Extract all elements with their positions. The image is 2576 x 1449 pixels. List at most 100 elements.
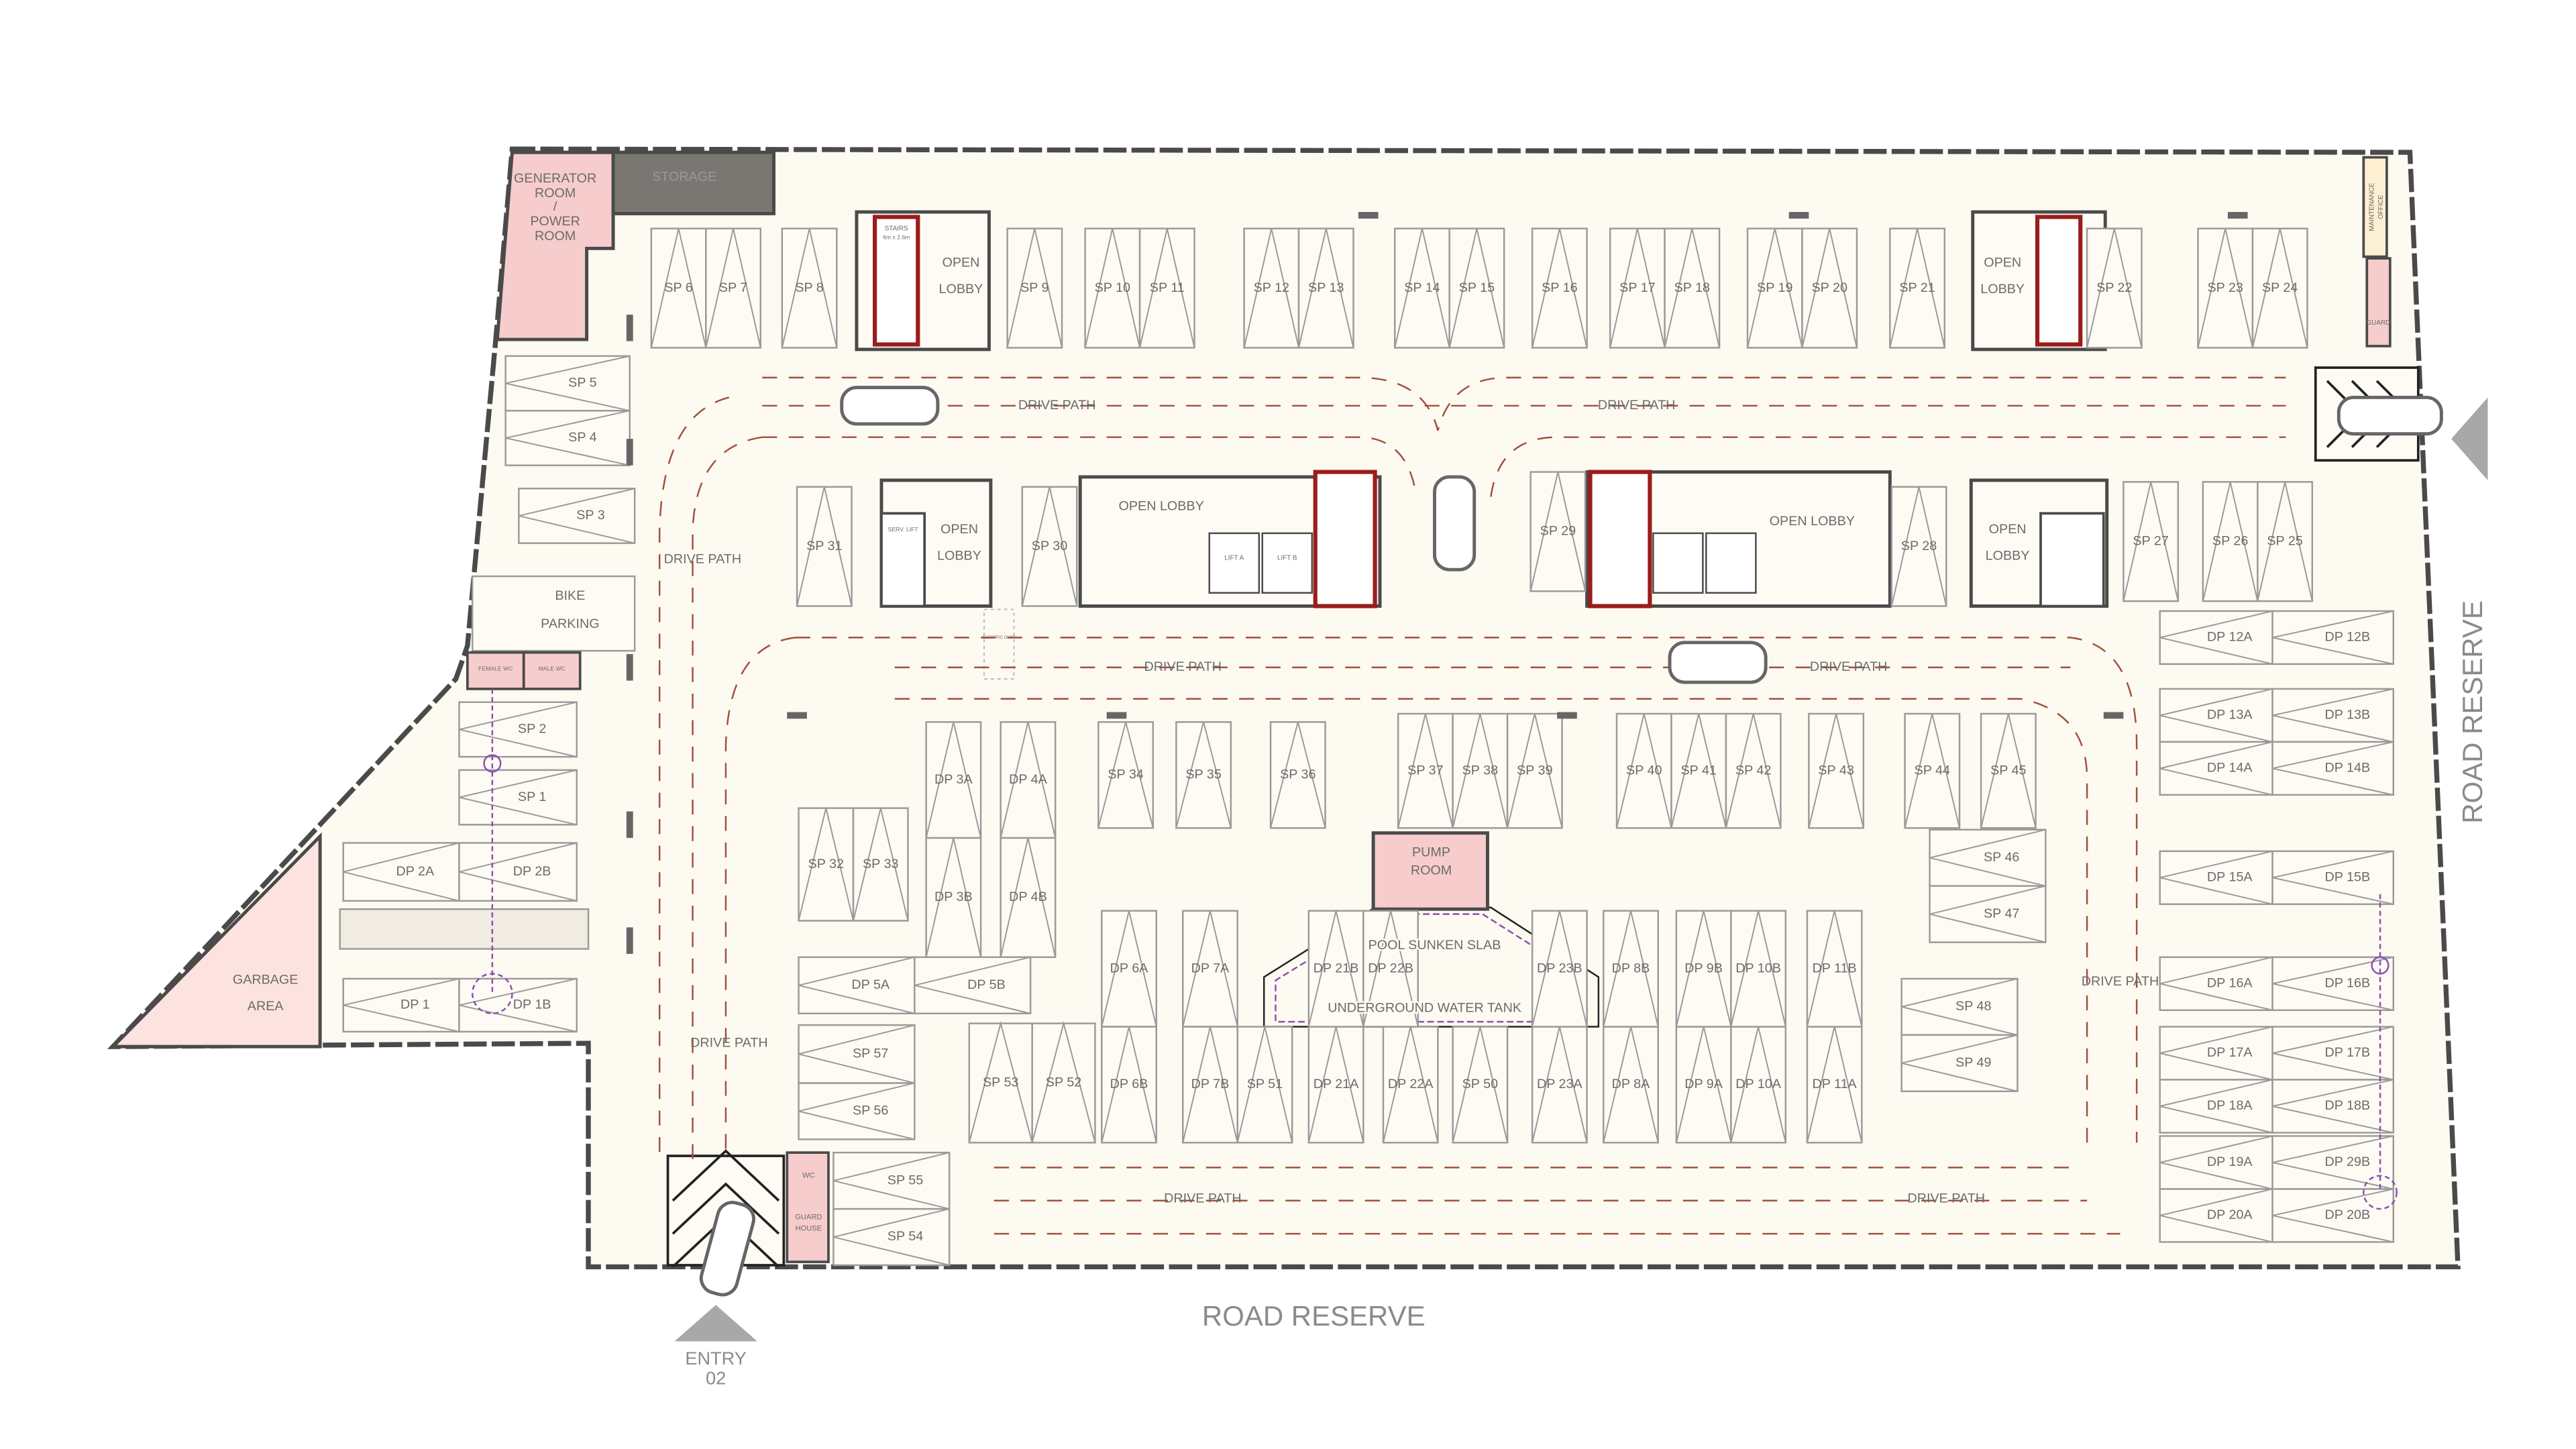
maintenance-office <box>2362 156 2388 258</box>
stall-label: SP 57 <box>853 1046 888 1061</box>
generator-room-label-4: POWER <box>530 214 580 229</box>
parking-stall: DP 5B <box>914 956 1032 1014</box>
stall-marking <box>2159 1026 2273 1081</box>
stall-marking <box>1730 910 1786 1027</box>
entry-label: ENTRY <box>685 1348 746 1368</box>
parking-stall: DP 15B <box>2271 850 2395 906</box>
stall-label: SP 7 <box>719 280 747 295</box>
stall-marking <box>2272 1079 2394 1134</box>
garbage-area-label-1: GARBAGE <box>233 973 299 987</box>
stall-marking <box>1747 228 1803 348</box>
stall-label: SP 53 <box>983 1075 1018 1090</box>
stall-label: DP 17B <box>2324 1045 2370 1060</box>
stall-label: SP 27 <box>2133 533 2168 548</box>
drive-path-label: DRIVE PATH <box>1144 659 1222 674</box>
bike-parking-label-2: PARKING <box>541 616 599 631</box>
stall-marking <box>798 1082 915 1140</box>
stall-marking <box>343 977 460 1032</box>
stall-outline <box>705 227 761 349</box>
stall-marking <box>2257 482 2313 602</box>
stall-marking <box>1031 1020 1096 1143</box>
stall-label: DP 20A <box>2207 1208 2253 1222</box>
parking-stall: SP 27 <box>2123 481 2180 602</box>
generator-room-label-1: GENERATOR <box>514 171 596 186</box>
stall-label: SP 3 <box>576 508 604 523</box>
stall-label: DP 21A <box>1313 1077 1359 1091</box>
lift-a-label: LIFT A <box>1224 555 1244 562</box>
stall-label: DP 13A <box>2207 708 2253 722</box>
stall-marking <box>1603 910 1659 1027</box>
parking-stall: DP 23B <box>1531 910 1588 1028</box>
stall-marking <box>1507 713 1563 828</box>
guard-house-north-label: GUARD <box>2367 319 2391 327</box>
parking-stall: DP 10B <box>1730 910 1787 1028</box>
bike-parking <box>471 575 636 652</box>
parking-stall: SP 29 <box>1529 471 1587 592</box>
stall-outline <box>2123 481 2180 602</box>
parking-stall: SP 47 <box>1929 885 2047 943</box>
stall-outline <box>458 977 578 1033</box>
parking-stall: DP 4A <box>1000 721 1057 839</box>
parking-stall: SP 2 <box>458 701 578 758</box>
stall-label: SP 47 <box>1984 906 2019 921</box>
parking-stall: SP 37 <box>1397 712 1454 829</box>
parking-stall: SP 1 <box>458 769 578 826</box>
stall-marking <box>2159 850 2273 905</box>
parking-stall: DP 4B <box>1000 837 1057 959</box>
parking-stall: DP 16A <box>2159 956 2273 1012</box>
parking-stall: SP 38 <box>1452 712 1509 829</box>
stall-outline <box>1452 1026 1509 1144</box>
stairs-label: STAIRS <box>885 225 908 232</box>
parking-stall: SP 4 <box>504 409 631 466</box>
drive-path-label: DRIVE PATH <box>664 552 742 567</box>
parking-stall: SP 57 <box>798 1024 916 1084</box>
parking-stall: SP 36 <box>1269 721 1326 829</box>
stall-marking <box>1139 228 1195 348</box>
stall-label: SP 42 <box>1735 763 1771 777</box>
stall-outline <box>1000 837 1057 959</box>
parking-stall: DP 6A <box>1101 910 1157 1028</box>
stall-outline <box>1900 977 2019 1036</box>
stall-outline <box>914 956 1032 1014</box>
parking-stall: SP 30 <box>1021 486 1078 607</box>
stairs-size-label: 6m x 2.6m <box>883 234 910 241</box>
stall-outline <box>2271 1079 2395 1134</box>
entry-south-arrow-icon <box>674 1305 757 1342</box>
stall-label: SP 11 <box>1150 280 1185 295</box>
car-icon <box>840 386 940 426</box>
lobby-label: LOBBY <box>1986 549 2030 564</box>
stall-label: DP 9B <box>1684 961 1723 975</box>
stall-label: DP 1B <box>513 998 551 1012</box>
drive-path-label: DRIVE PATH <box>1810 659 1888 674</box>
stall-label: SP 22 <box>2096 280 2132 295</box>
stall-label: SP 23 <box>2208 280 2243 295</box>
underground-water-tank <box>1263 906 1600 1028</box>
stall-outline <box>1801 227 1858 349</box>
stall-marking <box>459 769 577 826</box>
entry-east-arrow-icon <box>2451 397 2488 480</box>
stall-label: DP 23B <box>1537 961 1582 975</box>
drive-path-label: DRIVE PATH <box>1018 398 1096 413</box>
stall-marking <box>1243 228 1300 348</box>
parking-stall: DP 7A <box>1182 910 1238 1028</box>
stall-marking <box>1394 228 1450 348</box>
core-north-west: OPEN LOBBY STAIRS 6m x 2.6m <box>855 210 991 352</box>
parking-stall: DP 18B <box>2271 1079 2395 1134</box>
stall-marking <box>1980 713 2037 828</box>
parking-stall: SP 49 <box>1900 1034 2019 1093</box>
stall-label: SP 5 <box>568 376 596 390</box>
stall-label: SP 8 <box>795 280 823 295</box>
stall-label: SP 31 <box>806 539 842 553</box>
parking-stall: DP 17A <box>2159 1026 2273 1081</box>
parking-stall: DP 21A <box>1307 1026 1364 1144</box>
stall-marking <box>796 486 853 606</box>
parking-stall: SP 31 <box>796 486 853 607</box>
car-icon <box>1668 641 1768 684</box>
stall-outline <box>1806 1026 1863 1144</box>
stall-outline <box>342 842 460 902</box>
parking-stall: SP 22 <box>2086 227 2143 349</box>
stall-marking <box>1801 228 1858 348</box>
parking-stall: SP 21 <box>1889 227 1946 349</box>
open-lobby-label: OPEN LOBBY <box>1119 499 1204 514</box>
